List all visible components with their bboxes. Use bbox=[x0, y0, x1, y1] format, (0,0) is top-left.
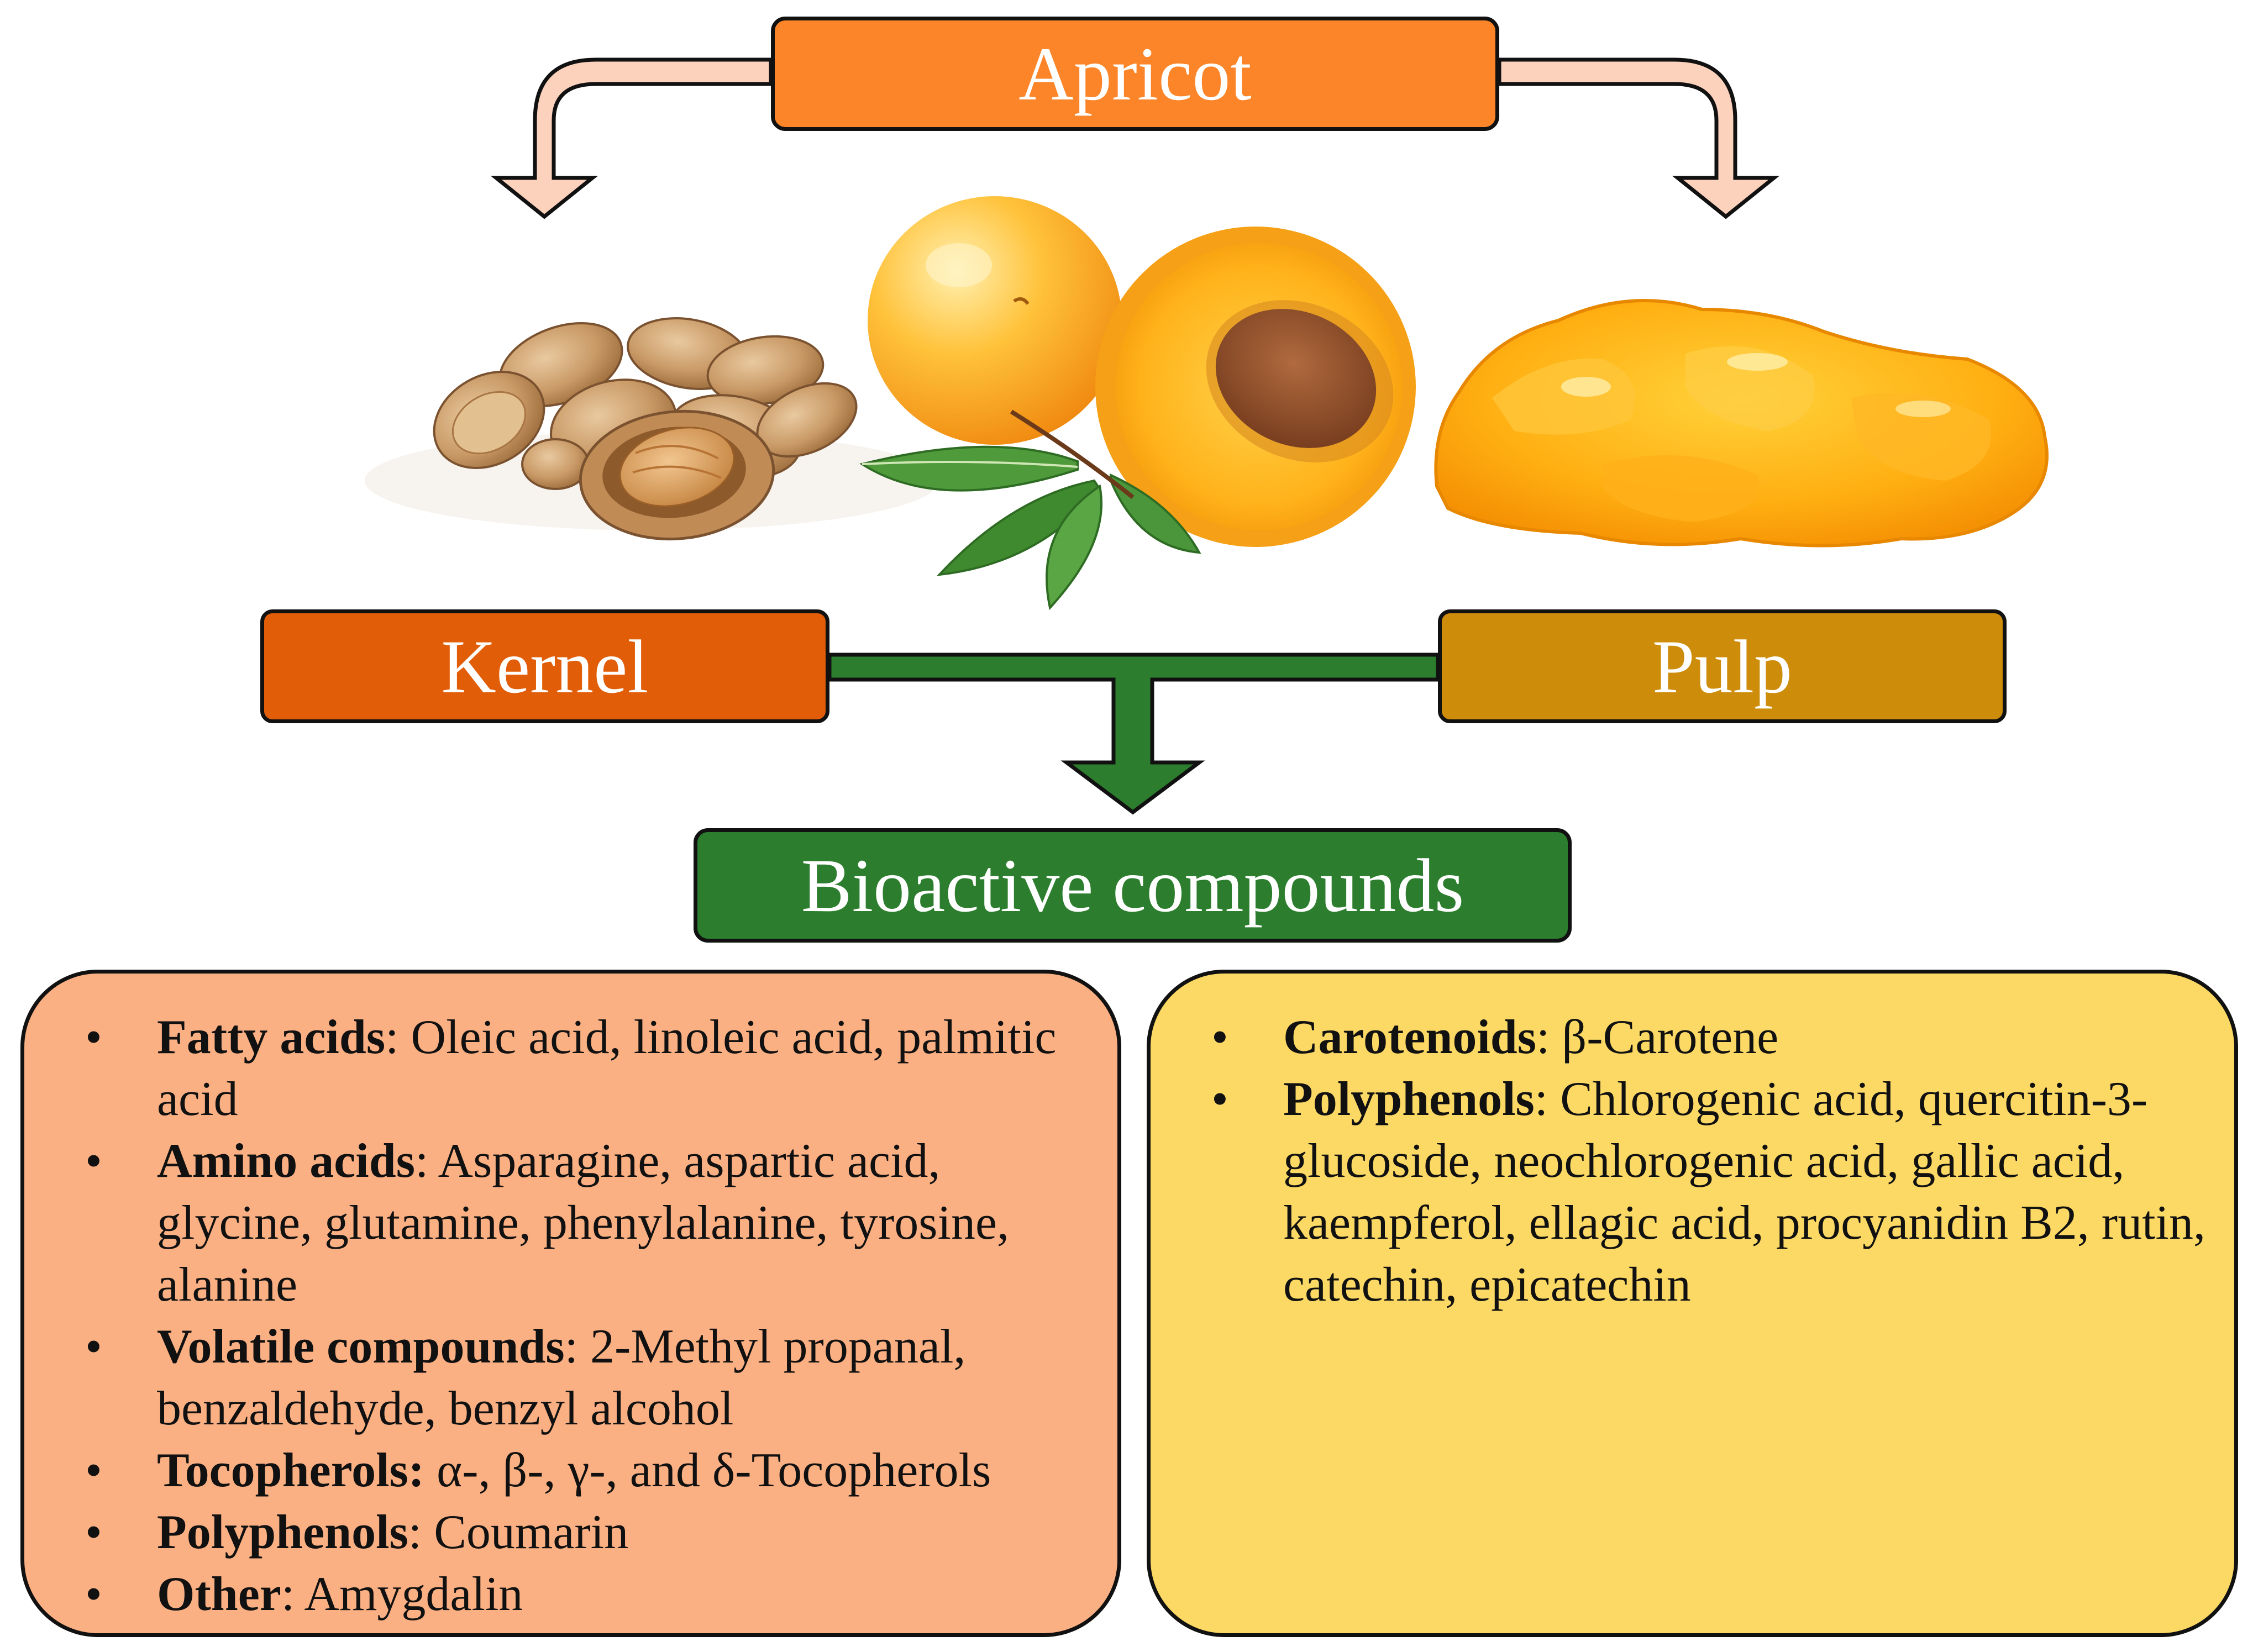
pulp-label: Pulp bbox=[1652, 624, 1793, 709]
compound-separator: : bbox=[408, 1506, 434, 1559]
apricot-title: Apricot bbox=[1018, 31, 1252, 116]
bullet-icon: • bbox=[1211, 1011, 1228, 1064]
bullet-icon: • bbox=[85, 1567, 102, 1621]
compound-separator: : bbox=[564, 1320, 591, 1374]
pulp-compound-item: • Carotenoids: β-Carotene bbox=[1189, 1007, 2212, 1069]
kernel-label: Kernel bbox=[441, 624, 649, 709]
pulp-compounds-panel: • Carotenoids: β-Carotene • Polyphenols: C… bbox=[1147, 970, 2238, 1637]
kernel-box: Kernel bbox=[260, 609, 829, 723]
bioactive-compounds-box: Bioactive compounds bbox=[694, 828, 1572, 943]
compound-separator: : bbox=[1534, 1072, 1561, 1126]
bullet-icon: • bbox=[85, 1506, 102, 1559]
compound-category: Polyphenols bbox=[157, 1506, 408, 1559]
bioactive-compounds-label: Bioactive compounds bbox=[801, 843, 1464, 928]
compound-items: α-, β-, γ-, and δ-Tocopherols bbox=[437, 1444, 991, 1497]
compound-items: Chlorogenic acid, quercitin-3-glucoside,… bbox=[1283, 1072, 2206, 1312]
pulp-compounds-list: • Carotenoids: β-Carotene • Polyphenols: C… bbox=[1189, 1007, 2212, 1316]
compound-category: Other bbox=[157, 1567, 281, 1621]
bullet-icon: • bbox=[85, 1444, 102, 1497]
compound-items: 2-Methyl propanal, benzaldehyde, benzyl … bbox=[157, 1320, 966, 1435]
kernel-compound-item: • Amino acids: Asparagine, aspartic acid,… bbox=[63, 1130, 1095, 1316]
kernel-compounds-list: • Fatty acids: Oleic acid, linoleic acid,… bbox=[63, 1007, 1095, 1625]
compound-separator: : bbox=[1536, 1011, 1562, 1064]
kernel-image bbox=[365, 317, 939, 541]
arrow-apricot-to-kernel bbox=[491, 57, 773, 219]
bullet-icon: • bbox=[85, 1320, 102, 1374]
bullet-icon: • bbox=[1211, 1072, 1228, 1126]
apricot-title-box: Apricot bbox=[771, 17, 1499, 131]
pulp-compound-item: • Polyphenols: Chlorogenic acid, querciti… bbox=[1189, 1069, 2212, 1316]
kernel-compound-item: • Polyphenols: Coumarin bbox=[63, 1502, 1095, 1564]
connector-to-bioactive bbox=[827, 653, 1440, 815]
compound-items: Coumarin bbox=[434, 1506, 629, 1559]
compound-category: Carotenoids bbox=[1283, 1011, 1536, 1064]
kernel-compound-item: • Fatty acids: Oleic acid, linoleic acid,… bbox=[63, 1007, 1095, 1130]
kernel-compound-item: • Other: Amygdalin bbox=[63, 1564, 1095, 1625]
compound-category: Volatile compounds bbox=[157, 1320, 565, 1374]
compound-separator: : bbox=[414, 1134, 438, 1188]
compound-separator bbox=[424, 1444, 437, 1497]
bullet-icon: • bbox=[85, 1134, 102, 1188]
kernel-compounds-panel: • Fatty acids: Oleic acid, linoleic acid,… bbox=[20, 970, 1121, 1637]
pulp-image bbox=[1434, 299, 2049, 548]
compound-separator: : bbox=[281, 1567, 304, 1621]
compound-items: β-Carotene bbox=[1562, 1011, 1779, 1064]
compound-category: Fatty acids bbox=[157, 1011, 386, 1064]
compound-category: Amino acids bbox=[157, 1134, 415, 1188]
compound-category: Polyphenols bbox=[1283, 1072, 1535, 1126]
bullet-icon: • bbox=[85, 1011, 102, 1064]
kernel-compound-item: • Tocopherols: α-, β-, γ-, and δ-Tocopher… bbox=[63, 1440, 1095, 1502]
compound-items: Asparagine, aspartic acid, glycine, glut… bbox=[157, 1134, 1010, 1312]
compound-separator: : bbox=[385, 1011, 411, 1064]
apricot-fruit-image bbox=[859, 196, 1416, 611]
kernel-compound-item: • Volatile compounds: 2-Methyl propanal, … bbox=[63, 1316, 1095, 1440]
pulp-box: Pulp bbox=[1438, 609, 2007, 723]
compound-items: Oleic acid, linoleic acid, palmitic acid bbox=[157, 1011, 1057, 1126]
compound-items: Amygdalin bbox=[304, 1567, 523, 1621]
arrow-apricot-to-pulp bbox=[1497, 57, 1779, 219]
compound-category: Tocopherols: bbox=[157, 1444, 425, 1497]
